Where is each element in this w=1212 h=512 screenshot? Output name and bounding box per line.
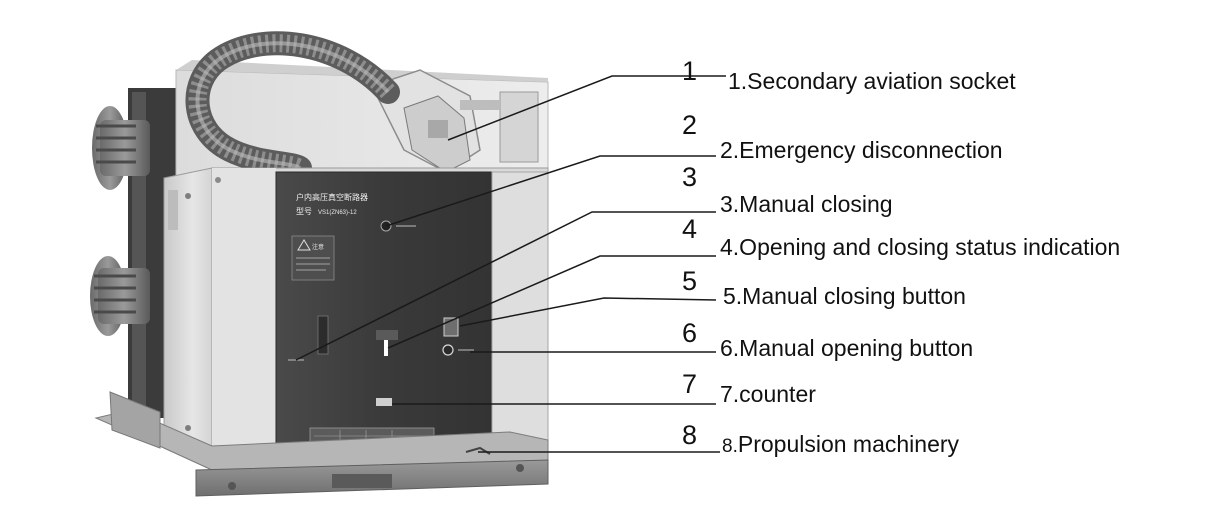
callout-label-8: 8.Propulsion machinery	[722, 431, 960, 457]
leader-5	[459, 297, 717, 327]
leader-2	[385, 155, 716, 227]
lower-contact-arm	[90, 256, 150, 336]
callout-number-6: 6	[682, 318, 697, 348]
callout-labels: 1.Secondary aviation socket 2.Emergency …	[720, 68, 1120, 457]
front-panel: 户内高压真空断路器 型号 VS1(ZN63)-12 注意	[275, 171, 493, 467]
warning-title: 注意	[312, 243, 324, 251]
callout-label-8-prefix: 8.	[722, 436, 738, 457]
panel-model: VS1(ZN63)-12	[318, 210, 357, 216]
leader-3	[295, 211, 716, 361]
corrugated-cable	[185, 31, 400, 180]
manual-opening-button	[442, 344, 474, 356]
callout-number-3: 3	[682, 162, 697, 192]
leader-1	[447, 75, 726, 141]
callout-label-1: 1.Secondary aviation socket	[728, 68, 1016, 94]
counter-window	[376, 398, 392, 406]
callout-number-4: 4	[682, 214, 697, 244]
callout-number-5: 5	[682, 266, 697, 296]
cabinet-right-edge	[491, 171, 549, 467]
panel-title: 户内高压真空断路器	[296, 192, 368, 202]
callout-label-5: 5.Manual closing button	[723, 283, 966, 309]
callout-label-2: 2.Emergency disconnection	[720, 137, 1003, 163]
callout-number-1: 1	[682, 56, 697, 86]
callout-number-7: 7	[682, 369, 697, 399]
callout-label-4: 4.Opening and closing status indication	[720, 234, 1120, 260]
callout-label-3: 3.Manual closing	[720, 191, 893, 217]
callout-number-8: 8	[682, 420, 697, 450]
propulsion-chassis	[94, 391, 549, 497]
callout-numbers: 1 2 3 4 5 6 7 8	[682, 56, 697, 450]
warning-label: 注意	[291, 235, 335, 281]
panel-model-prefix: 型号	[296, 207, 312, 216]
status-indicator	[376, 330, 398, 356]
callout-label-8-text: Propulsion machinery	[738, 431, 960, 457]
callout-label-6: 6.Manual opening button	[720, 335, 973, 361]
leader-lines	[295, 75, 726, 453]
callout-label-7: 7.counter	[720, 381, 816, 407]
leader-4	[387, 255, 716, 349]
callout-number-2: 2	[682, 110, 697, 140]
upper-contact-arm	[92, 106, 150, 190]
cabinet-side	[163, 167, 213, 471]
